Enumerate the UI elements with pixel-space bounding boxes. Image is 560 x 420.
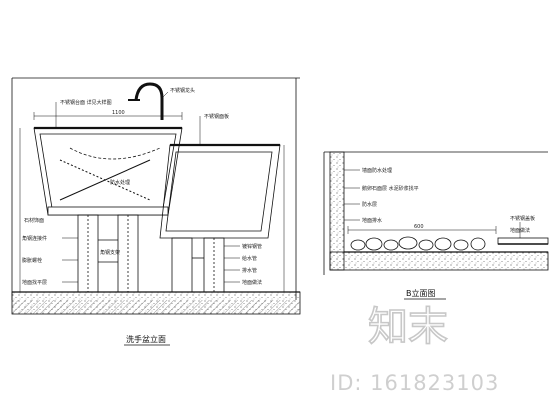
leader-tap xyxy=(161,91,169,99)
dim-top-value: 1100 xyxy=(112,110,125,116)
label-right-3: 排水管 xyxy=(242,267,257,274)
right-labels: 墙面防水处理 鹅卵石面层 水泥砂浆找平 防水层 地面排水 不锈钢盖板 地面做法 … xyxy=(362,167,535,300)
tap-spout xyxy=(134,82,164,120)
label-r-r2: 地面做法 xyxy=(510,227,530,234)
basin-cross-2 xyxy=(59,159,151,201)
left-elevation xyxy=(11,77,301,315)
watermark: 知末 ID: 161823103 xyxy=(330,303,499,395)
basin-base-plate xyxy=(47,206,169,216)
drain-cover xyxy=(497,237,549,245)
label-right-2: 给水管 xyxy=(242,255,257,262)
right-elevation xyxy=(323,151,549,275)
left-labels: 不锈钢台面 详见大样图 不锈钢龙头 不锈钢面板 1100 防水处理 石材饰面 角… xyxy=(22,87,262,346)
left-basin-body xyxy=(33,127,183,216)
label-left-low-3: 地面找平层 xyxy=(22,279,47,286)
label-box-top: 不锈钢面板 xyxy=(204,113,229,120)
label-r-l2: 鹅卵石面层 水泥砂浆找平 xyxy=(362,185,419,192)
leg-3 xyxy=(171,237,193,293)
label-basin-top: 不锈钢台面 详见大样图 xyxy=(60,99,112,106)
label-left-side: 石材饰面 xyxy=(24,217,44,224)
label-r-l3: 防水层 xyxy=(362,201,377,208)
label-left-low-1: 角钢连接件 xyxy=(22,235,47,242)
right-floor-section xyxy=(329,251,549,271)
watermark-id: ID: 161823103 xyxy=(330,371,499,395)
label-r-l4: 地面排水 xyxy=(362,217,382,224)
label-tap: 不锈钢龙头 xyxy=(170,87,195,94)
label-r-r1: 不锈钢盖板 xyxy=(510,215,535,222)
left-caption: 洗手盆立面 xyxy=(126,334,166,344)
pebbles xyxy=(350,236,486,251)
label-r-l1: 墙面防水处理 xyxy=(362,167,392,174)
label-leg-mid: 角钢支架 xyxy=(100,249,120,256)
left-basin-inner xyxy=(39,133,177,209)
right-box-inner xyxy=(165,151,273,232)
label-basin-inner: 防水处理 xyxy=(110,179,130,186)
label-right-4: 地面做法 xyxy=(242,279,262,286)
label-left-low-2: 膨胀螺栓 xyxy=(22,257,42,264)
right-dim-value: 600 xyxy=(414,224,424,230)
label-right-1: 镀锌钢管 xyxy=(242,243,262,250)
slab-hatch xyxy=(12,300,300,314)
watermark-logo: 知末 xyxy=(368,304,448,350)
basin-bowl-curve xyxy=(69,147,161,160)
right-caption: B立面图 xyxy=(406,288,436,298)
